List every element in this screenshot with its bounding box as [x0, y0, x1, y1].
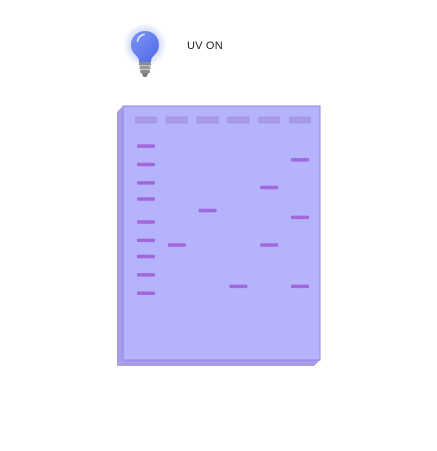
well-lane-6	[289, 116, 311, 124]
band-lane-2-1	[167, 243, 186, 247]
band-ladder-2	[137, 162, 155, 167]
well-lane-4	[227, 116, 250, 124]
band-lane-5-2	[260, 243, 279, 247]
well-lane-5	[258, 116, 280, 124]
uv-lightbulb-icon[interactable]	[123, 23, 167, 77]
band-ladder-5	[137, 220, 155, 224]
band-ladder-7	[137, 254, 155, 259]
well-ladder	[135, 116, 157, 124]
bulb-base-tip	[141, 73, 149, 77]
band-lane-6-2	[291, 215, 309, 220]
gel-left-edge	[117, 106, 123, 366]
band-ladder-8	[137, 273, 155, 277]
band-ladder-3	[137, 181, 155, 185]
band-lane-4-1	[229, 284, 248, 289]
bulb-base-ring-1	[139, 62, 151, 66]
band-lane-6-1	[291, 158, 309, 162]
uv-status-label: UV ON	[187, 40, 223, 52]
band-ladder-1	[137, 144, 155, 148]
gel-bands	[137, 144, 309, 296]
bulb-base-ring-3	[140, 70, 150, 73]
band-lane-3-1	[198, 208, 217, 213]
band-lane-5-1	[260, 185, 279, 190]
band-ladder-4	[137, 197, 155, 201]
bulb-highlight	[136, 33, 145, 42]
band-ladder-6	[137, 238, 155, 243]
gel-wells	[135, 116, 311, 124]
gel-bottom-edge	[117, 360, 320, 366]
gel-slab	[117, 105, 321, 366]
band-lane-6-3	[291, 284, 309, 289]
well-lane-2	[166, 116, 188, 124]
bulb-base-ring-2	[139, 66, 151, 70]
band-ladder-9	[137, 291, 155, 296]
well-lane-3	[196, 116, 219, 124]
gel-face	[122, 105, 321, 361]
